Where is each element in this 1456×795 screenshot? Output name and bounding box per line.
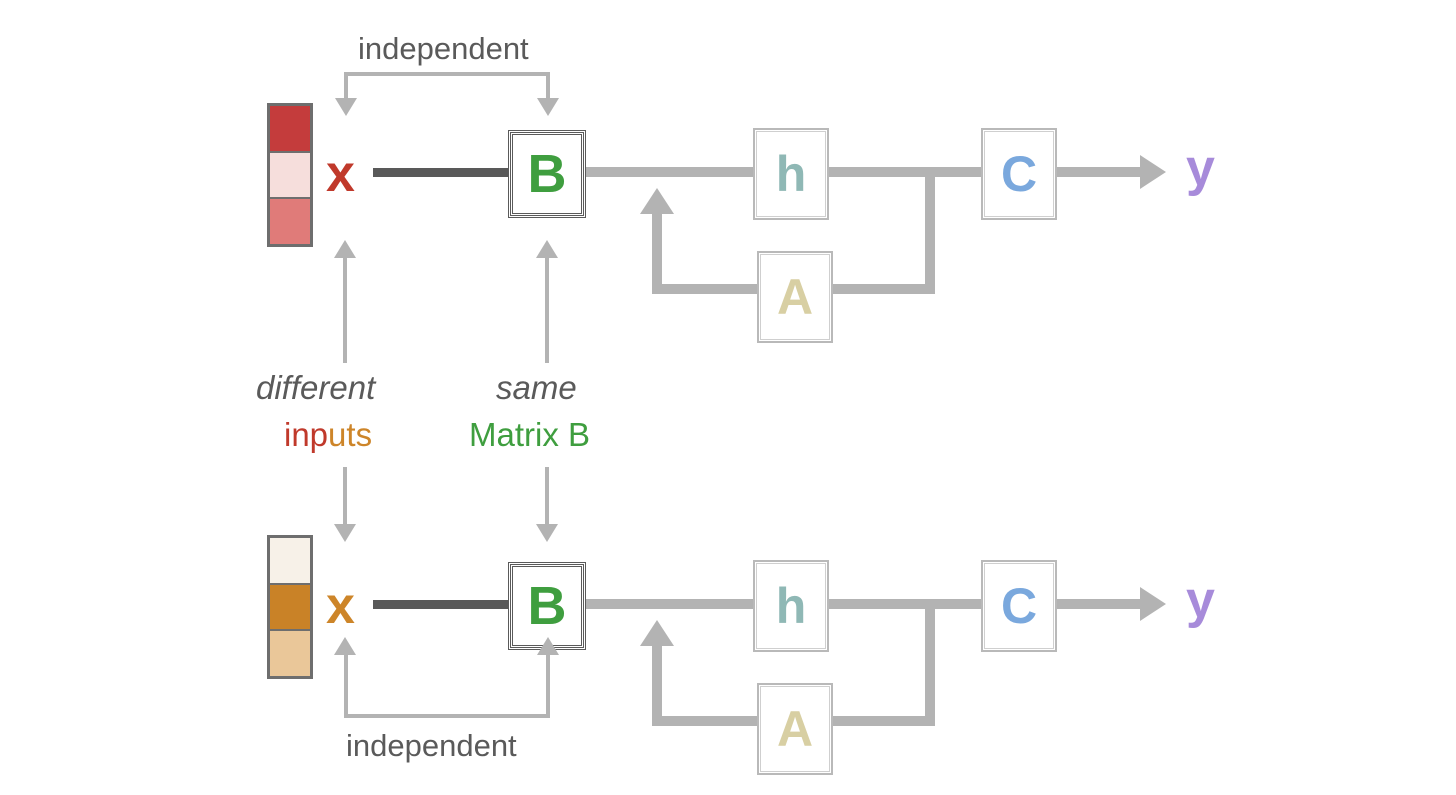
top-independent-label: independent (358, 31, 529, 66)
block-b-top-label: B (527, 144, 567, 204)
input-cell-bottom-1 (270, 538, 310, 583)
top-wire-x-to-b (373, 168, 515, 177)
bottom-independent-label: independent (346, 728, 517, 763)
block-h-top[interactable]: h (753, 128, 829, 220)
top-wire-b-to-h (586, 167, 753, 177)
annotation-left-up-stem (343, 258, 347, 363)
block-a-top-label: A (776, 269, 814, 325)
output-variable-y-bottom: y (1186, 571, 1215, 629)
input-cell-bottom-2 (270, 582, 310, 630)
top-feedback-vertical-up (652, 212, 662, 294)
input-strip-top (267, 103, 313, 247)
block-a-bottom[interactable]: A (757, 683, 833, 775)
bottom-wire-c-to-y (1057, 599, 1142, 609)
top-bracket-right-arrowhead (537, 98, 559, 116)
bottom-bracket-right-arrowhead (537, 637, 559, 655)
annotation-right-up-stem (545, 258, 549, 363)
top-feedback-vertical-down (925, 167, 935, 292)
block-c-top[interactable]: C (981, 128, 1057, 220)
bottom-wire-h-to-c (829, 599, 981, 609)
block-b-bottom[interactable]: B (508, 562, 586, 650)
block-b-bottom-label: B (527, 576, 567, 636)
block-h-bottom[interactable]: h (753, 560, 829, 652)
annotation-left-down-stem (343, 467, 347, 527)
top-wire-c-to-y (1057, 167, 1142, 177)
annotation-right-up-arrowhead (536, 240, 558, 258)
top-feedback-arrowhead (640, 188, 674, 214)
bottom-feedback-vertical-up (652, 644, 662, 726)
input-variable-x-top: x (326, 145, 355, 203)
annotation-inputs-label: inputs (284, 416, 372, 454)
annotation-left-down-arrowhead (334, 524, 356, 542)
top-feedback-horizontal-to-a (833, 284, 935, 294)
annotation-right-down-stem (545, 467, 549, 527)
bottom-bracket-horizontal (344, 714, 550, 718)
bottom-feedback-vertical-down (925, 599, 935, 724)
input-cell-bottom-3 (270, 629, 310, 677)
annotation-left-up-arrowhead (334, 240, 356, 258)
top-bracket-left-stem (344, 72, 348, 101)
input-cell-top-1 (270, 106, 310, 151)
block-c-top-label: C (1000, 146, 1038, 202)
bottom-feedback-horizontal-to-a (833, 716, 935, 726)
bottom-bracket-left-arrowhead (334, 637, 356, 655)
block-c-bottom[interactable]: C (981, 560, 1057, 652)
annotation-right-down-arrowhead (536, 524, 558, 542)
input-strip-bottom (267, 535, 313, 679)
annotation-inputs-part1: inp (284, 416, 329, 453)
block-h-top-label: h (775, 146, 807, 202)
output-variable-y-top: y (1186, 139, 1215, 197)
annotation-inputs-part2: uts (328, 416, 373, 453)
block-a-top[interactable]: A (757, 251, 833, 343)
top-bracket-left-arrowhead (335, 98, 357, 116)
top-feedback-horizontal-from-a (652, 284, 757, 294)
input-variable-x-bottom: x (326, 577, 355, 635)
top-bracket-horizontal (344, 72, 550, 76)
top-bracket-right-stem (546, 72, 550, 101)
input-cell-top-3 (270, 197, 310, 245)
top-wire-h-to-c (829, 167, 981, 177)
bottom-bracket-left-stem (344, 655, 348, 718)
annotation-matrix-b-label: Matrix B (469, 416, 591, 453)
bottom-wire-x-to-b (373, 600, 515, 609)
bottom-feedback-horizontal-from-a (652, 716, 757, 726)
block-b-top[interactable]: B (508, 130, 586, 218)
block-a-bottom-label: A (776, 701, 814, 757)
bottom-output-arrowhead (1140, 587, 1166, 621)
block-h-bottom-label: h (775, 578, 807, 634)
annotation-different-label: different (256, 369, 376, 406)
bottom-feedback-arrowhead (640, 620, 674, 646)
top-output-arrowhead (1140, 155, 1166, 189)
annotation-same-label: same (496, 369, 577, 406)
input-cell-top-2 (270, 150, 310, 198)
bottom-bracket-right-stem (546, 655, 550, 718)
bottom-wire-b-to-h (586, 599, 753, 609)
block-c-bottom-label: C (1000, 578, 1038, 634)
